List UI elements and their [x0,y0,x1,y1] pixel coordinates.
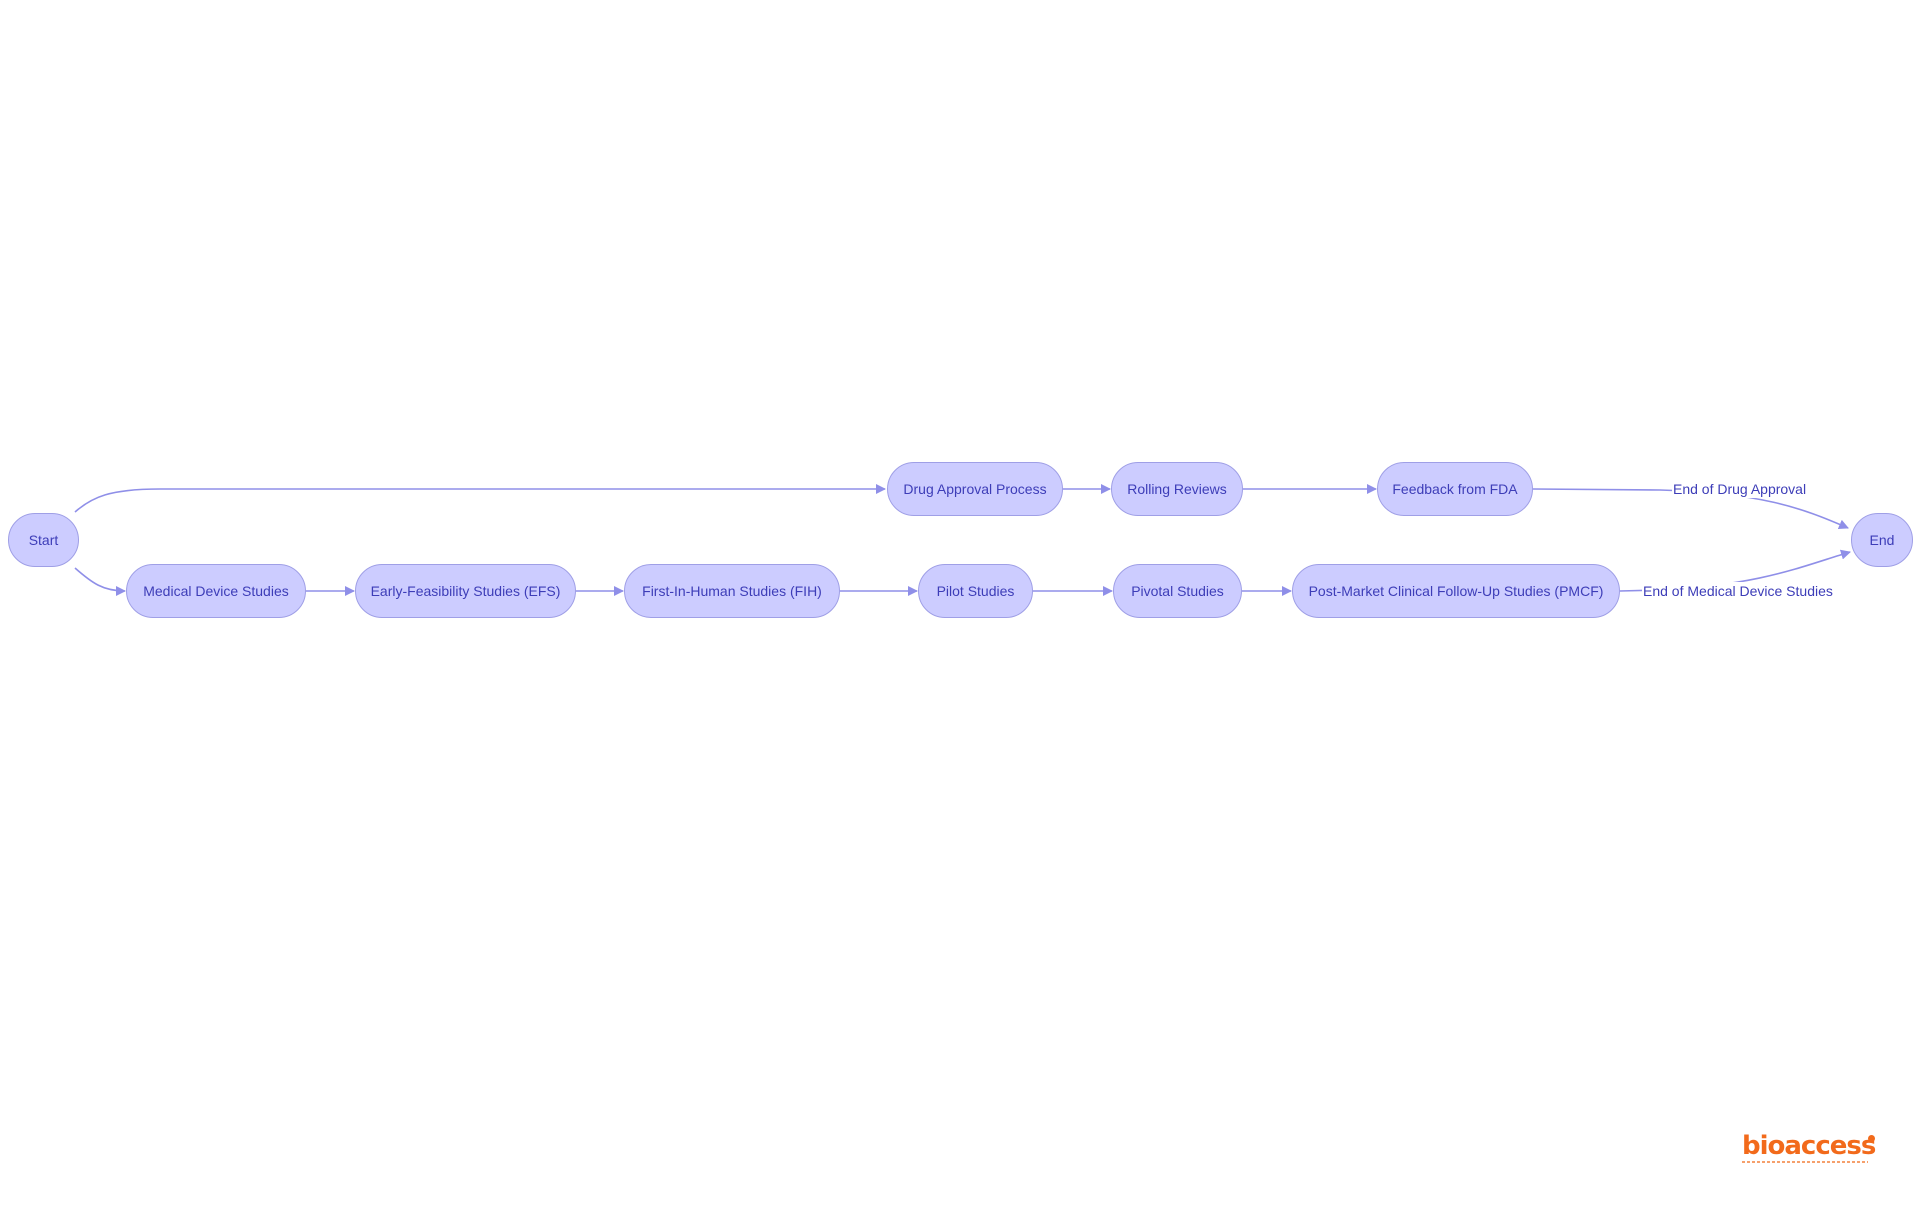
edge-label-end-of-medical-device-studies: End of Medical Device Studies [1642,582,1834,600]
logo-tagline-strip [1742,1161,1868,1163]
edge-label-end-of-drug-approval: End of Drug Approval [1672,480,1808,498]
node-rolling-reviews: Rolling Reviews [1111,462,1243,516]
node-early-feasibility-studies: Early-Feasibility Studies (EFS) [355,564,576,618]
node-drug-approval-process: Drug Approval Process [887,462,1063,516]
logo-wordmark: bioaccess [1742,1131,1876,1161]
bioaccess-logo: bioaccess [1742,1133,1878,1169]
node-end: End [1851,513,1913,567]
node-start: Start [8,513,79,567]
node-pivotal-studies: Pivotal Studies [1113,564,1242,618]
registered-mark-icon [1868,1135,1875,1142]
node-pilot-studies: Pilot Studies [918,564,1033,618]
node-first-in-human-studies: First-In-Human Studies (FIH) [624,564,840,618]
node-medical-device-studies: Medical Device Studies [126,564,306,618]
node-feedback-from-fda: Feedback from FDA [1377,462,1533,516]
edge-start-to-medical-device [74,567,126,596]
edge-start-to-drug-approval [74,484,886,513]
node-post-market-follow-up: Post-Market Clinical Follow-Up Studies (… [1292,564,1620,618]
